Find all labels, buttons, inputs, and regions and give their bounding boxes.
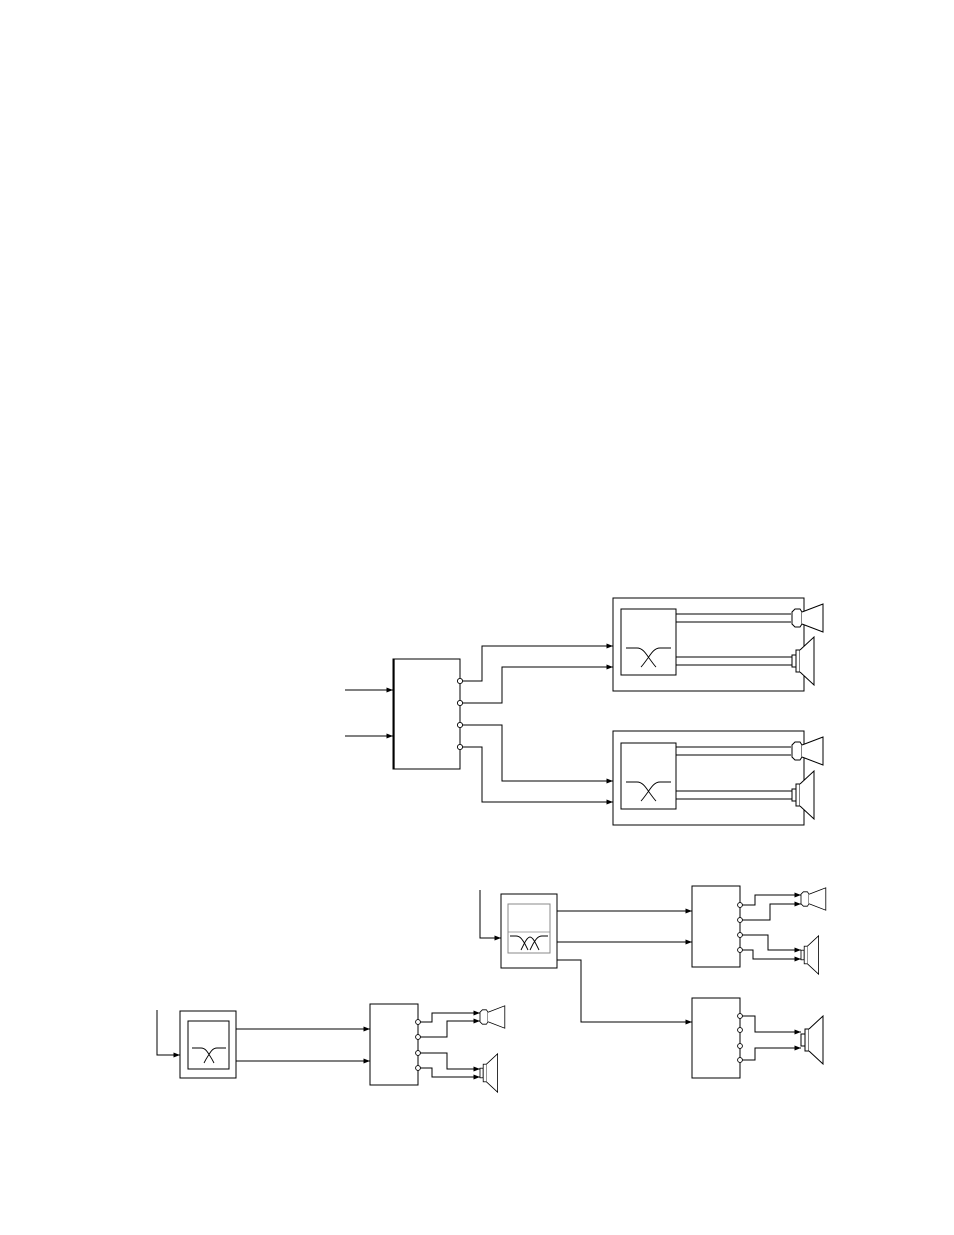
input-line (480, 890, 501, 938)
amplifier-box (370, 1004, 418, 1085)
amplifier-bass-box (692, 998, 740, 1078)
route-to-top-tweeter-amp (460, 646, 613, 681)
route-to-bottom-lower (460, 747, 613, 802)
cone-driver-icon (480, 1054, 498, 1092)
stereo-biamp-system (345, 598, 823, 825)
cone-driver-icon (801, 936, 819, 974)
route-to-top-woofer-amp (460, 667, 613, 703)
horn-driver-icon (801, 888, 826, 910)
speaker-cabinet-top (613, 598, 823, 691)
input-line (157, 1010, 180, 1055)
terminal-icon (416, 1051, 421, 1056)
terminal-icon (457, 678, 462, 683)
terminal-icon (738, 1014, 743, 1019)
terminal-icon (738, 1028, 743, 1033)
terminal-icon (738, 1044, 743, 1049)
amplifier-two-way-box (692, 886, 740, 967)
terminal-icon (738, 948, 743, 953)
terminal-icon (416, 1066, 421, 1071)
terminal-icon (457, 744, 462, 749)
terminal-icon (457, 700, 462, 705)
terminal-icon (457, 722, 462, 727)
cone-driver-icon (801, 1016, 823, 1064)
active-three-way-system (480, 886, 826, 1078)
passive-crossover-box (621, 743, 676, 809)
terminal-icon (416, 1020, 421, 1025)
amplifier-box (393, 659, 460, 769)
terminal-icon (738, 903, 743, 908)
active-two-way-system (157, 1004, 505, 1092)
route-low (557, 960, 692, 1022)
terminal-icon (416, 1035, 421, 1040)
horn-driver-icon (480, 1006, 505, 1028)
passive-crossover-box (621, 609, 676, 675)
terminal-icon (738, 1058, 743, 1063)
route-to-bottom-upper (460, 725, 613, 781)
speaker-cabinet-bottom (613, 731, 823, 825)
terminal-icon (738, 918, 743, 923)
terminal-icon (738, 933, 743, 938)
